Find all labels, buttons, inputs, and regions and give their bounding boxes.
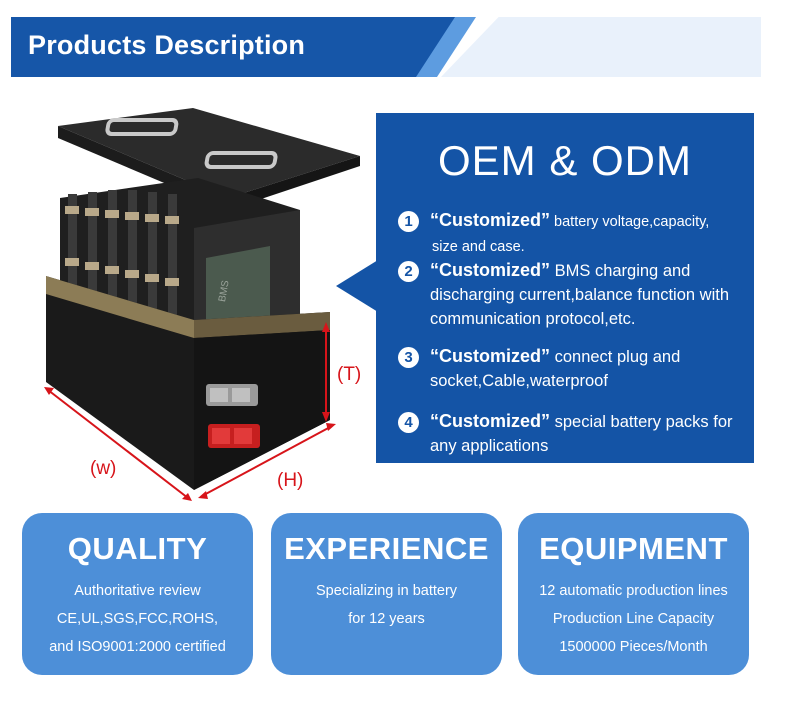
feature-text: “Customized” connect plug and socket,Cab… [430, 344, 755, 393]
feature-text: “Customized” BMS charging and dischargin… [430, 258, 755, 331]
experience-card: EXPERIENCE Specializing in battery for 1… [271, 513, 502, 675]
feature-description: connect plug and socket,Cable,waterproof [430, 348, 681, 390]
feature-highlight: “Customized” [430, 411, 551, 431]
card-title: EQUIPMENT [539, 531, 728, 566]
header-title: Products Description [28, 30, 306, 60]
dimension-height-label: (H) [277, 470, 304, 491]
feature-number-badge: 4 [398, 412, 419, 433]
svg-text:BMS: BMS [217, 279, 232, 303]
dimension-width-label: (w) [90, 458, 117, 479]
feature-number-badge: 2 [398, 261, 419, 282]
feature-highlight: “Customized” [430, 346, 551, 366]
oem-odm-panel: OEM & ODM 1 “Customized” battery voltage… [376, 113, 754, 463]
feature-description-line2: size and case. [432, 239, 525, 255]
header-light-band [441, 17, 761, 77]
card-title: QUALITY [67, 531, 208, 566]
feature-number-badge: 3 [398, 347, 419, 368]
feature-description: battery voltage,capacity, [550, 214, 710, 230]
battery-pack-image: BMS [44, 108, 360, 501]
card-line: Authoritative review [74, 583, 201, 599]
callout-pointer [336, 260, 378, 312]
card-line: Production Line Capacity [552, 611, 715, 627]
dimension-thickness-label: (T) [337, 364, 362, 385]
equipment-card: EQUIPMENT 12 automatic production lines … [518, 513, 749, 675]
card-line: CE,UL,SGS,FCC,ROHS, [56, 611, 219, 627]
feature-description: BMS charging and discharging current,bal… [430, 262, 730, 328]
feature-text: “Customized” special battery packs for a… [430, 409, 755, 458]
feature-description: special battery packs for any applicatio… [430, 413, 733, 455]
card-line: Specializing in battery [315, 583, 458, 599]
feature-text: “Customized” battery voltage,capacity, s… [430, 208, 755, 259]
card-line: 1500000 Pieces/Month [559, 639, 708, 655]
feature-highlight: “Customized” [430, 210, 551, 230]
quality-card: QUALITY Authoritative review CE,UL,SGS,F… [22, 513, 253, 675]
feature-number-badge: 1 [398, 211, 419, 232]
battery-pack-illustration: BMS [18, 98, 378, 508]
card-line: and ISO9001:2000 certified [49, 639, 226, 655]
feature-highlight: “Customized” [430, 260, 551, 280]
card-title: EXPERIENCE [284, 531, 489, 566]
header-band [11, 17, 456, 77]
card-line: for 12 years [348, 611, 425, 627]
card-line: 12 automatic production lines [539, 583, 728, 599]
section-header: Products Description [11, 17, 761, 77]
oem-title: OEM & ODM [437, 137, 692, 184]
